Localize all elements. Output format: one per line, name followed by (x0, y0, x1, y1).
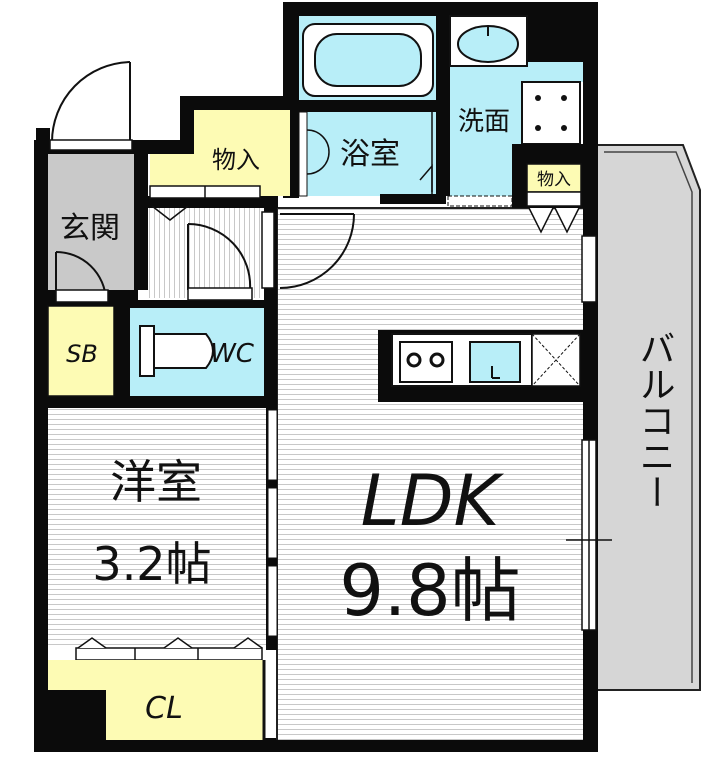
kitchen-sink-icon (469, 341, 521, 383)
balcony-label: バルコニー (634, 330, 675, 510)
storage-right-room (512, 156, 583, 234)
hallway (148, 196, 355, 301)
closet-label: CL (145, 691, 183, 726)
entrance-room (36, 61, 148, 306)
storage-top-label: 物入 (212, 146, 260, 174)
wash-basin-icon (449, 15, 528, 67)
ldk-size-label: 9.8帖 (339, 550, 520, 632)
bathroom-room (295, 16, 450, 204)
washing-machine-icon (521, 81, 581, 145)
western-room-label: 洋室 (110, 455, 202, 509)
western-room (36, 396, 278, 650)
kitchen-counter (378, 330, 583, 402)
balcony-window (566, 235, 612, 631)
shoe-box-label: SB (66, 340, 98, 368)
fridge-space-icon (531, 333, 581, 387)
toilet-icon (139, 325, 214, 377)
ldk-room (276, 207, 583, 740)
storage-right-label: 物入 (537, 170, 571, 190)
closet-room (48, 660, 266, 740)
washroom-room (447, 15, 583, 207)
stove-icon (399, 341, 453, 383)
bathroom-label: 浴室 (340, 137, 400, 172)
western-room-size-label: 3.2帖 (92, 537, 211, 591)
ldk-label: LDK (361, 460, 505, 542)
bathtub-icon (302, 23, 434, 97)
storage-top-room (149, 110, 290, 199)
toilet-room (130, 300, 277, 408)
washroom-label: 洗面 (458, 107, 510, 137)
entrance-label: 玄関 (60, 211, 120, 246)
toilet-label: WC (210, 339, 255, 369)
shoe-box-room (47, 305, 130, 397)
